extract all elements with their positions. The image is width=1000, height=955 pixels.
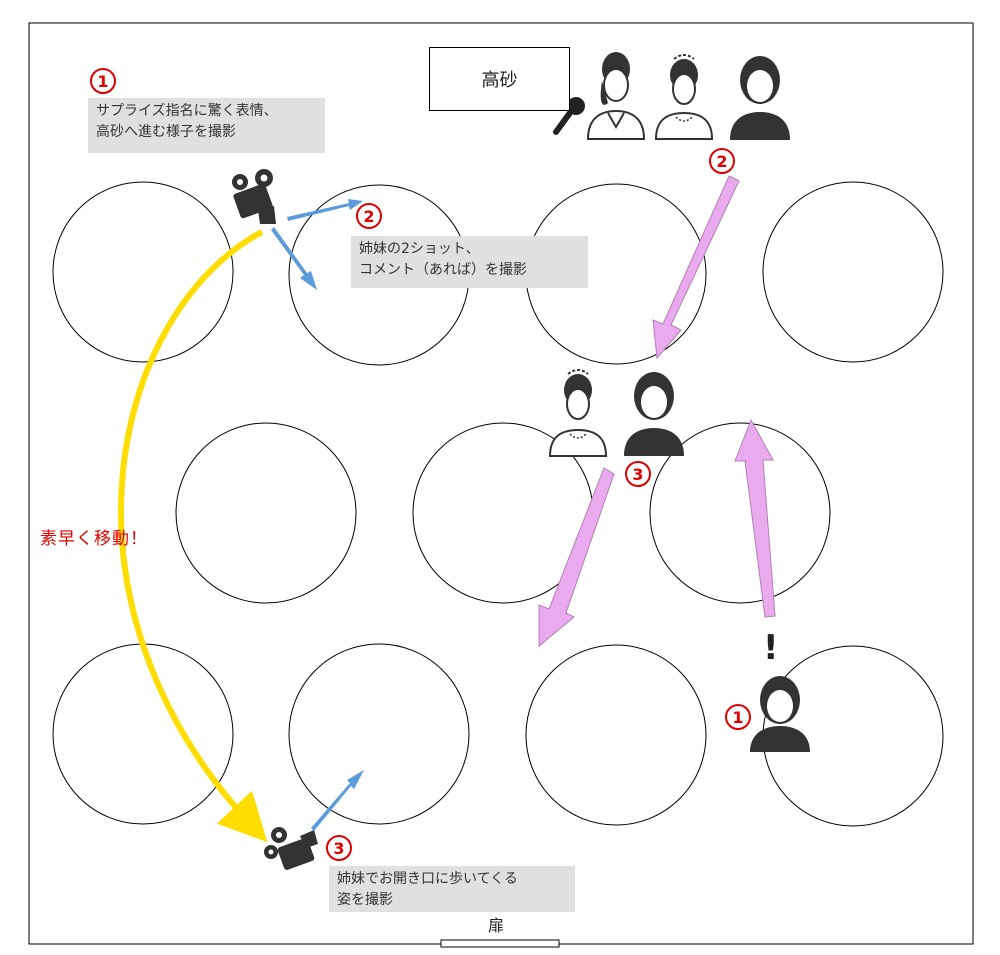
note-line: 姿を撮影 xyxy=(337,892,393,908)
note-line: コメント（あれば）を撮影 xyxy=(359,262,527,278)
table xyxy=(52,181,234,363)
table xyxy=(762,181,944,363)
table xyxy=(175,422,357,604)
step1-note: サプライズ指名に驚く表情、 高砂へ進む様子を撮影 xyxy=(88,98,325,153)
note-line: 高砂へ進む様子を撮影 xyxy=(96,124,236,140)
step-marker-2: 2 xyxy=(356,203,382,229)
exclamation-mark: ! xyxy=(763,628,779,668)
camera-direction-arrows xyxy=(271,199,364,831)
table xyxy=(525,644,707,826)
bride-icon xyxy=(654,54,714,140)
video-camera-icon xyxy=(264,827,318,870)
woman-icon xyxy=(730,56,790,140)
door xyxy=(440,939,560,948)
room-boundary xyxy=(28,22,974,945)
video-camera-icon xyxy=(232,169,276,224)
step3-note: 姉妹でお開き口に歩いてくる 姿を撮影 xyxy=(329,866,575,912)
people-marker-1: 1 xyxy=(725,704,751,730)
bride-icon xyxy=(548,369,608,457)
camera-direction-arrow xyxy=(311,770,364,831)
table xyxy=(52,643,234,825)
note-line: 姉妹の2ショット、 xyxy=(359,241,480,257)
people-move-arrow xyxy=(734,418,776,618)
table xyxy=(288,643,470,825)
step-marker-1: 1 xyxy=(90,68,116,94)
note-line: サプライズ指名に驚く表情、 xyxy=(96,103,278,119)
step-marker-3: 3 xyxy=(326,835,352,861)
people-marker-2: 2 xyxy=(709,148,735,174)
camera-direction-arrow xyxy=(287,199,363,221)
microphone-icon xyxy=(553,97,585,135)
camera-move-arrow xyxy=(118,229,268,843)
camera-direction-arrow xyxy=(271,227,317,290)
woman-icon xyxy=(586,52,646,140)
people-move-arrows xyxy=(538,175,776,648)
woman-icon xyxy=(624,372,684,456)
door-label: 扉 xyxy=(488,916,505,935)
people-marker-3: 3 xyxy=(625,461,651,487)
step2-note: 姉妹の2ショット、 コメント（あれば）を撮影 xyxy=(351,236,588,288)
woman-icon xyxy=(750,676,810,752)
note-line: 姉妹でお開き口に歩いてくる xyxy=(337,871,518,887)
people-move-arrow xyxy=(652,175,740,360)
stage-label: 高砂 xyxy=(429,47,570,111)
people-move-arrow xyxy=(538,467,615,648)
move-quickly-label: 素早く移動！ xyxy=(40,529,148,549)
table xyxy=(649,422,831,604)
